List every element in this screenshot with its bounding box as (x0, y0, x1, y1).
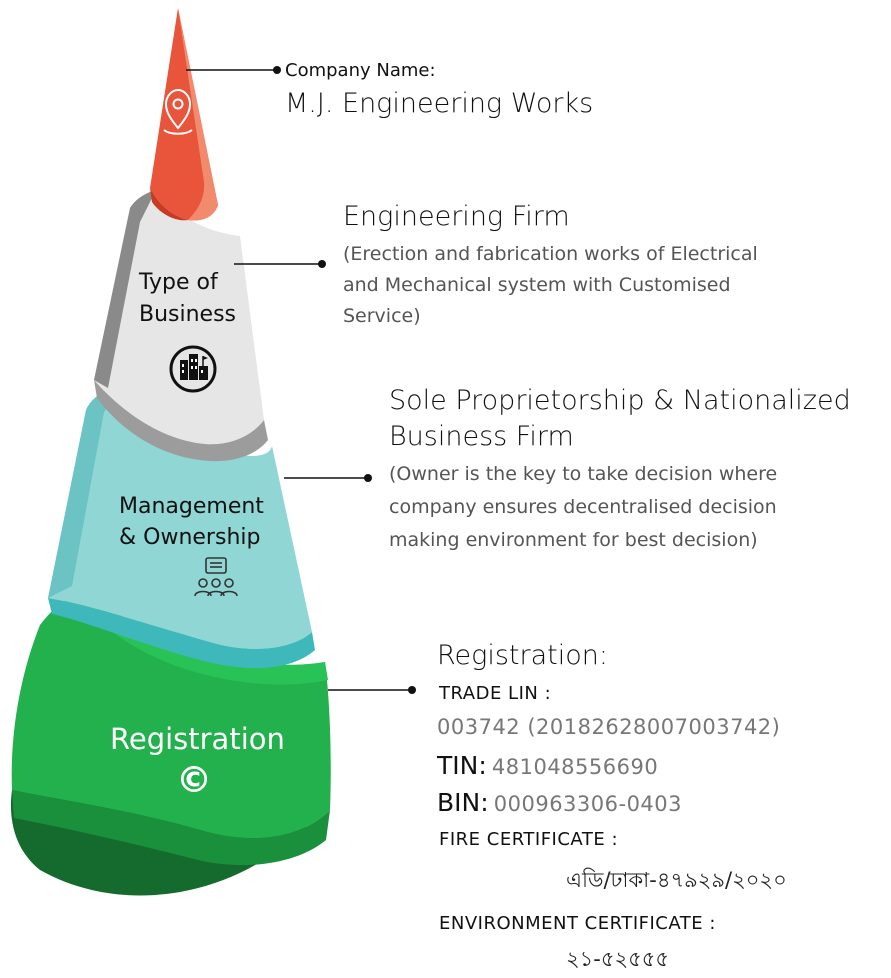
business-desc-line-2: and Mechanical system with Customised (343, 274, 731, 296)
tin-value: 481048556690 (491, 755, 659, 779)
connector-management (284, 474, 372, 482)
management-segment-label-1: Management (119, 494, 264, 519)
management-title-line-1: Sole Proprietorship & Nationalized (389, 385, 851, 416)
business-segment-label-2: Business (139, 302, 237, 327)
company-name-label: Company Name: (285, 60, 436, 81)
management-desc-line-3: making environment for best decision) (389, 529, 758, 551)
top-segment (150, 8, 218, 221)
bin-label: BIN: (437, 788, 489, 817)
business-title: Engineering Firm (343, 201, 570, 232)
environment-certificate-label: ENVIRONMENT CERTIFICATE : (439, 913, 716, 934)
registration-heading: Registration: (437, 640, 608, 671)
trade-lin-label: TRADE LIN : (439, 683, 552, 704)
business-segment-label-1: Type of (139, 270, 218, 295)
connector-registration (328, 686, 416, 694)
bin-value: 000963306-0403 (493, 792, 683, 816)
business-desc-line-1: (Erection and fabrication works of Elect… (343, 243, 758, 265)
connector-business (234, 260, 326, 268)
management-desc-line-2: company ensures decentralised decision (389, 496, 777, 518)
location-pin-icon (163, 88, 193, 135)
management-desc-line-1: (Owner is the key to take decision where (389, 463, 778, 485)
environment-certificate-value: ২১-৫২৫৫৫ (566, 947, 670, 971)
fire-certificate-label: FIRE CERTIFICATE : (439, 829, 619, 850)
management-segment (48, 382, 315, 669)
management-title-line-2: Business Firm (389, 421, 574, 452)
team-meeting-icon (194, 557, 238, 597)
trade-lin-value: 003742 (20182628007003742) (437, 715, 781, 739)
fire-certificate-value: এডি/ঢাকা-৪৭৯২৯/২০২০ (566, 868, 787, 892)
copyright-symbol: © (176, 760, 212, 801)
tin-label: TIN: (437, 751, 487, 780)
business-segment (94, 190, 268, 462)
business-desc-line-3: Service) (343, 305, 421, 327)
bin-row: BIN: 000963306-0403 (437, 788, 682, 817)
connector-top (186, 66, 281, 74)
buildings-icon (169, 345, 217, 393)
management-segment-label-2: & Ownership (119, 525, 261, 550)
registration-segment-label: Registration (110, 722, 285, 756)
tin-row: TIN: 481048556690 (437, 751, 658, 780)
company-name-value: M.J. Engineering Works (285, 88, 594, 119)
registration-segment (10, 588, 331, 896)
